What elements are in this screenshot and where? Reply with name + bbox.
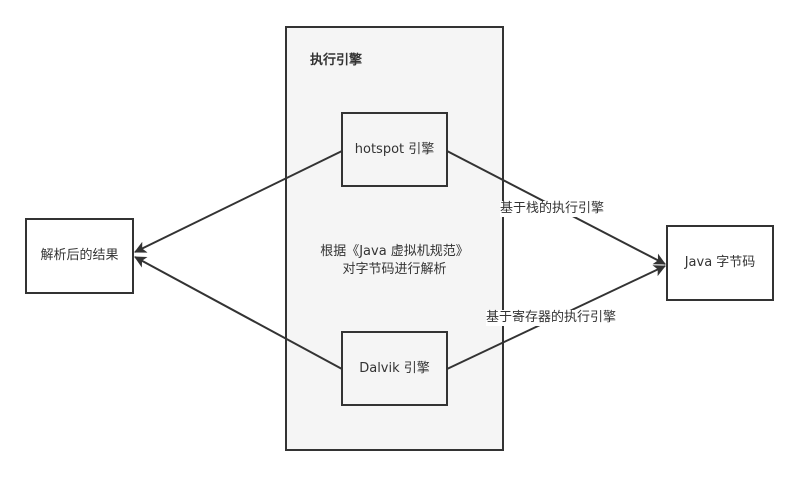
edge-label-register-based: 基于寄存器的执行引擎 (486, 310, 617, 326)
note-line-1: 根据《Java 虚拟机规范》 (320, 244, 469, 259)
bytecode-label: Java 字节码 (684, 255, 756, 270)
result-box (25, 218, 134, 294)
container-title: 执行引擎 (310, 53, 363, 68)
dalvik-engine-box (341, 331, 448, 406)
bytecode-box (666, 225, 774, 301)
hotspot-engine-label: hotspot 引擎 (354, 142, 435, 157)
note-line-2: 对字节码进行解析 (342, 262, 447, 277)
hotspot-engine-box (341, 112, 448, 187)
edge-label-stack-based: 基于栈的执行引擎 (500, 201, 605, 217)
edge-hotspot-to-result (134, 150, 343, 253)
dalvik-engine-label: Dalvik 引擎 (359, 361, 430, 376)
edge-dalvik-to-result (134, 256, 343, 370)
result-label: 解析后的结果 (40, 248, 119, 263)
